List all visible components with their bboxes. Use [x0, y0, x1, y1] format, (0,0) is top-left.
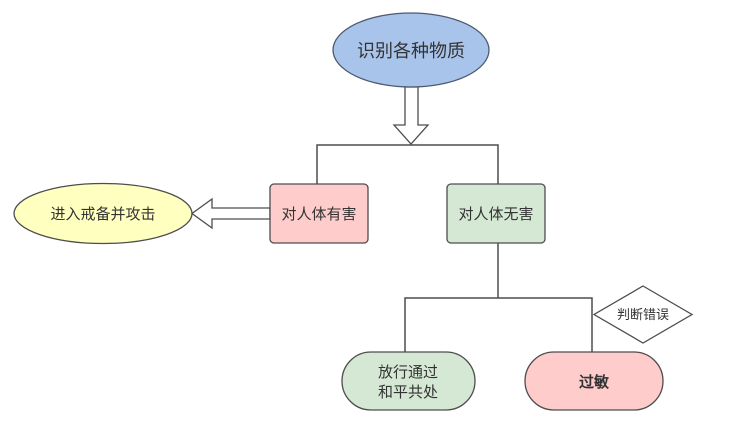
branch-line-top [316, 144, 499, 184]
node-allergy[interactable]: 过敏 [524, 351, 664, 411]
node-attack-label: 进入戒备并攻击 [50, 205, 155, 223]
down-arrow-icon [392, 86, 430, 145]
left-arrow-icon [190, 197, 271, 230]
node-harmless-label: 对人体无害 [458, 205, 533, 223]
node-harmful[interactable]: 对人体有害 [269, 183, 369, 244]
branch-line-bottom [404, 297, 593, 352]
node-misjudge[interactable]: 判断错误 [592, 285, 694, 344]
node-allergy-label: 过敏 [579, 373, 610, 391]
node-pass[interactable]: 放行通过 和平共处 [341, 351, 476, 411]
node-root[interactable]: 识别各种物质 [332, 12, 490, 88]
node-pass-label-line1: 放行通过 [378, 363, 438, 381]
node-harmless[interactable]: 对人体无害 [446, 183, 546, 244]
node-attack[interactable]: 进入戒备并攻击 [13, 182, 193, 245]
node-pass-label-line2: 和平共处 [378, 383, 438, 401]
node-root-label: 识别各种物质 [357, 41, 465, 62]
node-harmful-label: 对人体有害 [281, 205, 356, 223]
node-misjudge-label: 判断错误 [617, 308, 669, 323]
